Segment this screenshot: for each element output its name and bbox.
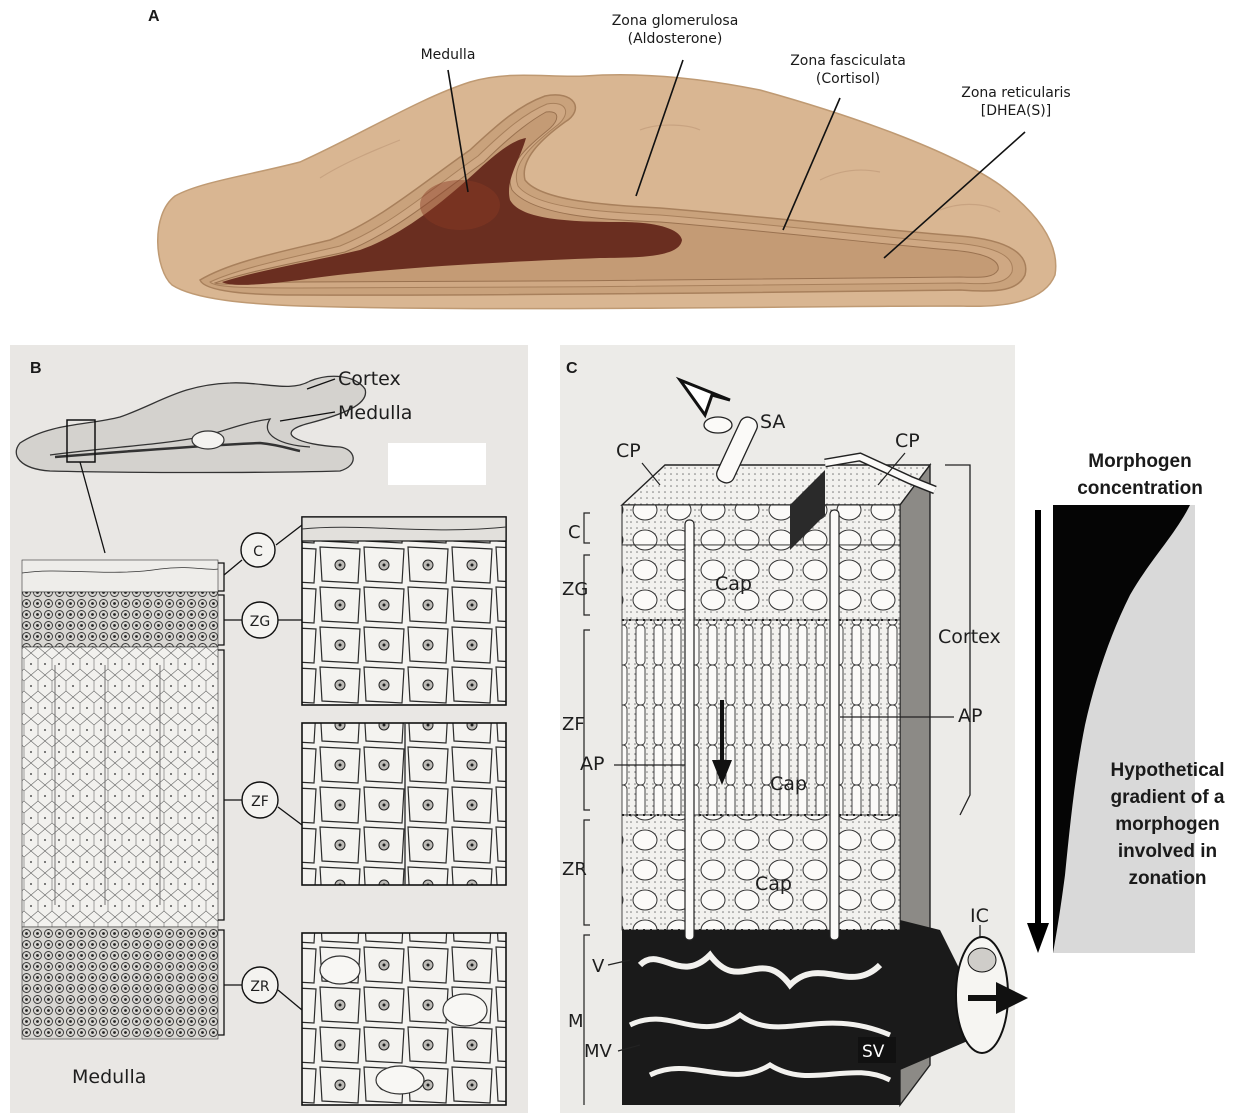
block-capsule — [622, 505, 900, 545]
cp-right-label: CP — [895, 430, 920, 452]
cap-low-label: Cap — [755, 873, 792, 895]
small-gland-outline — [16, 376, 365, 472]
column-zf — [22, 647, 218, 927]
panel-c-letter: C — [566, 360, 578, 378]
zf-label: ZF — [251, 794, 269, 810]
zona-reticularis-hormone: [DHEA(S)] — [936, 102, 1096, 120]
medulla-top-label: Medulla — [338, 402, 412, 424]
zg-label: ZG — [250, 614, 270, 630]
sv-label: SV — [862, 1042, 885, 1062]
column-zg — [22, 592, 218, 647]
zona-glomerulosa-name: Zona glomerulosa — [590, 12, 760, 30]
column-zr — [22, 927, 218, 1039]
medulla-bottom-label: Medulla — [72, 1066, 146, 1088]
label-zona-reticularis: Zona reticularis [DHEA(S)] — [936, 84, 1096, 120]
detail-box-c-zg — [302, 517, 506, 705]
v-label: V — [592, 956, 605, 977]
cap-mid-label: Cap — [770, 773, 807, 795]
morphogen-title: Morphogen concentration — [1040, 448, 1240, 502]
central-vein — [900, 900, 1030, 1100]
c-label: C — [253, 544, 263, 560]
label-zona-glomerulosa: Zona glomerulosa (Aldosterone) — [590, 12, 760, 48]
adrenal-gland-cross-section — [0, 0, 1250, 330]
zg-zone-label: ZG — [562, 579, 588, 600]
detail-box-zf — [302, 723, 506, 885]
ic-label: IC — [970, 905, 989, 927]
label-medulla: Medulla — [398, 46, 498, 64]
mv-label: MV — [584, 1041, 613, 1062]
cortex-label: Cortex — [338, 368, 401, 390]
zona-glomerulosa-hormone: (Aldosterone) — [590, 30, 760, 48]
zona-reticularis-name: Zona reticularis — [936, 84, 1096, 102]
ap-right-label: AP — [958, 705, 982, 727]
zr-label: ZR — [250, 979, 270, 995]
label-zona-fasciculata: Zona fasciculata (Cortisol) — [768, 52, 928, 88]
column-capsule — [22, 560, 218, 592]
cortex-right-label: Cortex — [938, 626, 1001, 648]
panel-b-histology: Cortex Medulla C ZG ZF ZR — [10, 345, 528, 1113]
panel-b-letter: B — [30, 360, 42, 378]
zr-zone-label: ZR — [562, 859, 587, 880]
morphogen-gradient-caption: Hypothetical gradient of a morphogen inv… — [1090, 757, 1245, 892]
ap-left-label: AP — [580, 753, 604, 775]
block-zg — [622, 545, 900, 620]
cap-top-label: Cap — [715, 573, 752, 595]
cp-left-label: CP — [616, 440, 641, 462]
inflow-arrow-icon — [680, 380, 730, 415]
c-zone-label: C — [568, 522, 581, 543]
medulla-text: Medulla — [421, 47, 476, 63]
m-zone-label: M — [568, 1011, 584, 1032]
panel-b-drawing: Cortex Medulla C ZG ZF ZR — [10, 345, 528, 1113]
morphogen-arrow-head-icon — [1027, 923, 1049, 953]
zona-fasciculata-hormone: (Cortisol) — [768, 70, 928, 88]
zf-zone-label: ZF — [562, 714, 585, 735]
zona-fasciculata-name: Zona fasciculata — [768, 52, 928, 70]
sa-label: SA — [760, 411, 785, 433]
